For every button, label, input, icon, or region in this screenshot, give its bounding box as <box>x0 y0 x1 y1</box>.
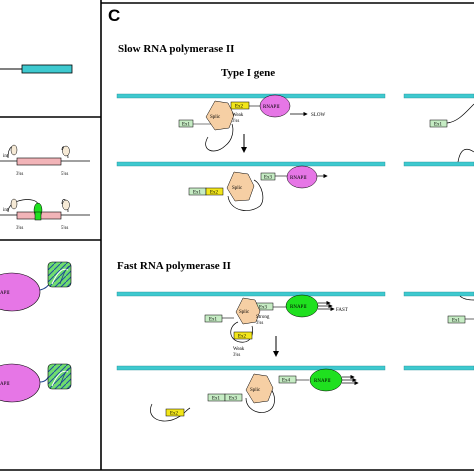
five-ss-label-1: 5'ss <box>61 172 68 177</box>
slow-step-1: Ex1 Ex2 Splic Weak 3'ss RNAPII SLOW <box>178 94 325 152</box>
svg-text:Ex1: Ex1 <box>209 318 218 323</box>
slow1-spliceosome <box>205 100 235 131</box>
svg-text:Ex1: Ex1 <box>434 123 443 128</box>
svg-text:Ex1: Ex1 <box>182 123 191 128</box>
panel-a-fragment <box>0 64 73 74</box>
svg-text:FAST: FAST <box>336 308 348 313</box>
svg-text:RNAPII: RNAPII <box>263 105 280 110</box>
slow2-spliceosome <box>226 171 255 202</box>
apii-label-1: APII <box>0 291 10 296</box>
svg-text:RNAPII: RNAPII <box>314 379 331 384</box>
slow1-rnapii <box>259 94 291 118</box>
dna-strands <box>116 93 474 371</box>
fast1-ex1 <box>204 314 223 323</box>
nucleosome-1 <box>47 261 72 288</box>
svg-text:Ex3: Ex3 <box>264 176 273 181</box>
svg-text:RNAPII: RNAPII <box>290 176 307 181</box>
svg-text:3'ss: 3'ss <box>232 119 239 124</box>
dna-strand-3b <box>403 291 474 297</box>
fast2-ex3 <box>224 393 243 402</box>
rnapii-ellipse-left-1 <box>0 272 41 312</box>
right-column-fragments: Ex1 Ex1 <box>429 103 474 324</box>
slow2-ex3 <box>260 172 276 181</box>
svg-text:3'ss: 3'ss <box>256 321 263 326</box>
svg-text:Splic: Splic <box>232 186 243 191</box>
svg-text:Ex3: Ex3 <box>229 397 238 402</box>
dna-strand-2 <box>116 161 386 167</box>
svg-text:Ex1: Ex1 <box>212 397 221 402</box>
nucleosome-2 <box>47 363 72 390</box>
slow2-ex2 <box>205 187 224 196</box>
svg-text:Ex1: Ex1 <box>193 191 202 196</box>
slow-step-2: Ex1 Ex2 Ex3 Splic RNAPII <box>188 165 328 211</box>
svg-text:Ex2: Ex2 <box>238 335 247 340</box>
fast-step-1: Ex1 Ex3 Splic Strong 3'ss Ex2 Weak 3'ss … <box>204 294 348 358</box>
svg-text:Ex4: Ex4 <box>282 379 291 384</box>
svg-text:Weak: Weak <box>232 113 244 118</box>
panel-b-fragment: int 3'ss 5'ss int 3'ss 5'ss <box>0 144 90 231</box>
svg-text:Ex2: Ex2 <box>235 105 244 110</box>
dna-strand-1b <box>403 93 474 99</box>
gene-type-heading: Type I gene <box>221 67 275 79</box>
rnapii-ellipse-left-2 <box>0 363 41 403</box>
dna-strand-4 <box>116 365 386 371</box>
svg-text:Ex3: Ex3 <box>259 306 268 311</box>
fast1-ex2 <box>233 331 253 340</box>
fast-heading: Fast RNA polymerase II <box>117 260 231 272</box>
three-ss-label-2: 3'ss <box>16 226 23 231</box>
svg-text:3'ss: 3'ss <box>233 353 240 358</box>
svg-text:Ex2: Ex2 <box>170 412 179 417</box>
apii-label-2: APII <box>0 382 10 387</box>
svg-text:Ex2: Ex2 <box>210 191 219 196</box>
dna-strand-2b <box>403 161 474 167</box>
dna-strand-4b <box>403 365 474 371</box>
svg-text:Strong: Strong <box>256 315 270 320</box>
fast2-ex4 <box>278 375 297 384</box>
svg-text:Splic: Splic <box>239 310 250 315</box>
fast2-ex2 <box>165 408 185 417</box>
panel-c-letter: C <box>108 6 120 25</box>
slow1-ex1 <box>178 119 194 128</box>
svg-text:Ex1: Ex1 <box>452 319 461 324</box>
int-label-2: int <box>3 208 9 213</box>
fast1-spliceosome <box>235 297 261 325</box>
fast-step-2: Ex2 Ex1 Ex3 Splic Ex4 RNAPII <box>150 368 359 422</box>
panel-bottom-left-fragment: APII APII <box>0 261 72 403</box>
svg-text:Splic: Splic <box>210 115 221 120</box>
slow1-ex2 <box>230 101 250 110</box>
slow-heading: Slow RNA polymerase II <box>118 43 234 55</box>
fast2-spliceosome <box>245 373 274 404</box>
three-ss-label-1: 3'ss <box>16 172 23 177</box>
svg-text:Splic: Splic <box>250 388 261 393</box>
svg-text:RNAPII: RNAPII <box>290 305 307 310</box>
svg-text:SLOW: SLOW <box>311 113 325 118</box>
int-label-1: int <box>3 154 9 159</box>
slow2-rnapii <box>286 165 318 189</box>
svg-text:Weak: Weak <box>233 347 245 352</box>
five-ss-label-2: 5'ss <box>61 226 68 231</box>
dna-strand-1 <box>116 93 386 99</box>
dna-strand-3 <box>116 291 386 297</box>
